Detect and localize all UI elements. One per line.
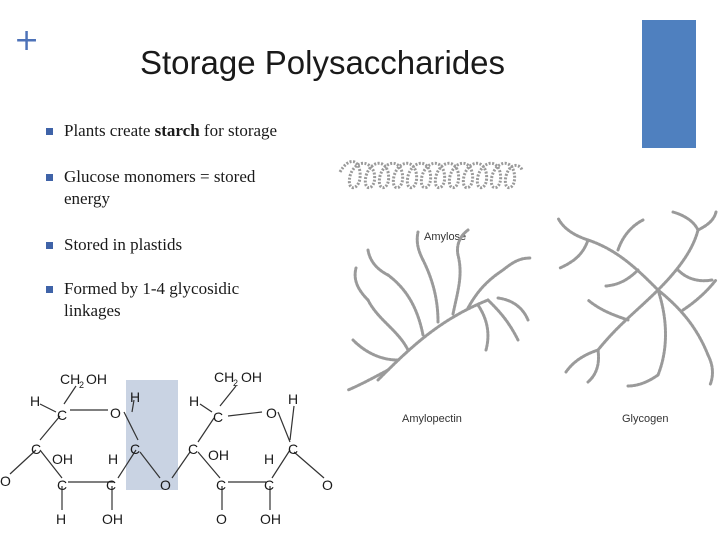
left-c-right: C [130,441,140,457]
right-o-bottom: O [216,511,227,527]
amylose-image [338,160,524,189]
left-far-oxygen: O [0,473,11,489]
right-h-top-right: H [288,391,298,407]
maltose-structure-diagram: CH 2 OH H C O H C OH H C C C H OH O O CH… [0,369,333,527]
right-subscript: 2 [233,378,238,388]
right-c-right: C [288,441,298,457]
left-oh-bottom: OH [102,511,123,527]
right-c-bottom-left: C [216,477,226,493]
bullet-marker [46,174,53,181]
amylopectin-image [346,228,532,392]
linkage-highlight [126,380,178,490]
right-oh-mid: OH [208,447,229,463]
right-oh-bottom: OH [260,511,281,527]
left-h-mid: H [108,451,118,467]
right-ch2: CH [214,369,234,385]
left-h-bottom: H [56,511,66,527]
slide-title: Storage Polysaccharides [140,44,506,81]
left-c-top: C [57,407,67,423]
accent-bar [642,20,696,148]
amylopectin-caption: Amylopectin [402,413,462,425]
bullet-marker [46,128,53,135]
right-h-mid: H [264,451,274,467]
bullet-item: Stored in plastids [46,234,336,256]
right-oh-top: OH [241,369,262,385]
left-h-top-right: H [130,389,140,405]
right-c-left: C [188,441,198,457]
left-oh-top: OH [86,371,107,387]
glycogen-image [556,210,718,388]
left-ch2: CH [60,371,80,387]
right-c-bottom-right: C [264,477,274,493]
left-c-bottom-right: C [106,477,116,493]
amylose-caption: Amylose [424,231,466,243]
polysaccharide-illustrations: Amylose Amylopectin [338,160,718,425]
left-h-left: H [30,393,40,409]
left-oh-mid: OH [52,451,73,467]
left-c-bottom-left: C [57,477,67,493]
left-ring-oxygen: O [110,405,121,421]
right-ring-oxygen: O [266,405,277,421]
glycogen-caption: Glycogen [622,413,668,425]
right-c-top: C [213,409,223,425]
bullet-marker [46,286,53,293]
bullet-item: Plants create starch for storage [46,120,336,142]
right-far-oxygen: O [322,477,333,493]
glycosidic-oxygen: O [160,477,171,493]
plus-icon: + [14,23,40,58]
left-c-left: C [31,441,41,457]
left-subscript: 2 [79,380,84,390]
right-h-left: H [189,393,199,409]
bond-lines [9,385,325,510]
bullet-marker [46,242,53,249]
